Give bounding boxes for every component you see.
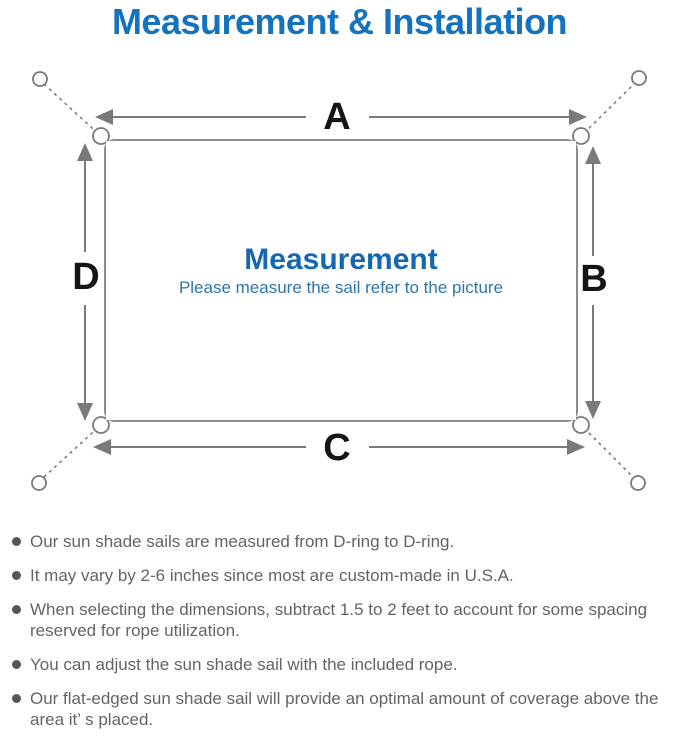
list-item: Our flat-edged sun shade sail will provi…	[0, 688, 679, 730]
arrowhead-up-icon	[77, 143, 93, 161]
anchor-rope-lines	[43, 83, 635, 478]
bullet-dot-icon	[12, 605, 21, 614]
arrowhead-down-icon	[585, 401, 601, 419]
d-ring-icon	[572, 416, 590, 434]
note-text: You can adjust the sun shade sail with t…	[30, 655, 458, 674]
rope-top-left	[44, 84, 104, 139]
note-text: Our flat-edged sun shade sail will provi…	[30, 689, 659, 729]
list-item: When selecting the dimensions, subtract …	[0, 599, 679, 641]
bullet-dot-icon	[12, 537, 21, 546]
dimension-lines	[84, 116, 594, 448]
arrowhead-right-icon	[567, 439, 585, 455]
anchor-ring-icon	[32, 71, 48, 87]
rope-bottom-left	[43, 422, 104, 478]
dimension-label-a: A	[323, 96, 351, 138]
bullet-dot-icon	[12, 571, 21, 580]
sail-outline	[104, 139, 578, 422]
notes-list: Our sun shade sails are measured from D-…	[0, 531, 679, 730]
anchor-ring-icon	[631, 70, 647, 86]
anchor-rings	[31, 70, 647, 491]
arrowhead-left-icon	[93, 439, 111, 455]
bullet-dot-icon	[12, 660, 21, 669]
page-title: Measurement & Installation	[111, 1, 568, 42]
sail-diagram-graphic	[31, 70, 647, 491]
diagram-center-title: Measurement	[244, 243, 438, 276]
d-ring-masks	[106, 141, 576, 420]
rope-bottom-right	[578, 422, 634, 478]
note-text: It may vary by 2-6 inches since most are…	[30, 566, 514, 585]
arrowhead-left-icon	[95, 109, 113, 125]
arrowheads	[77, 109, 601, 455]
note-text: When selecting the dimensions, subtract …	[30, 600, 648, 640]
arrowhead-up-icon	[585, 146, 601, 164]
d-ring-icon	[92, 416, 110, 434]
corner-d-rings	[92, 127, 590, 434]
dimension-label-b: B	[580, 258, 608, 300]
anchor-ring-icon	[630, 475, 646, 491]
bullet-dot-icon	[12, 694, 21, 703]
d-ring-icon	[92, 127, 110, 145]
measurement-diagram: A B C D Measurement Please measure the s…	[0, 60, 679, 520]
list-item: Our sun shade sails are measured from D-…	[0, 531, 679, 552]
list-item: You can adjust the sun shade sail with t…	[0, 654, 679, 675]
arrowhead-right-icon	[569, 109, 587, 125]
d-ring-icon	[572, 127, 590, 145]
rope-top-right	[578, 83, 635, 139]
dimension-label-c: C	[323, 427, 351, 469]
dimension-label-d: D	[72, 256, 100, 298]
note-text: Our sun shade sails are measured from D-…	[30, 532, 455, 551]
list-item: It may vary by 2-6 inches since most are…	[0, 565, 679, 586]
diagram-center-subtitle: Please measure the sail refer to the pic…	[178, 278, 504, 297]
anchor-ring-icon	[31, 475, 47, 491]
arrowhead-down-icon	[77, 403, 93, 421]
